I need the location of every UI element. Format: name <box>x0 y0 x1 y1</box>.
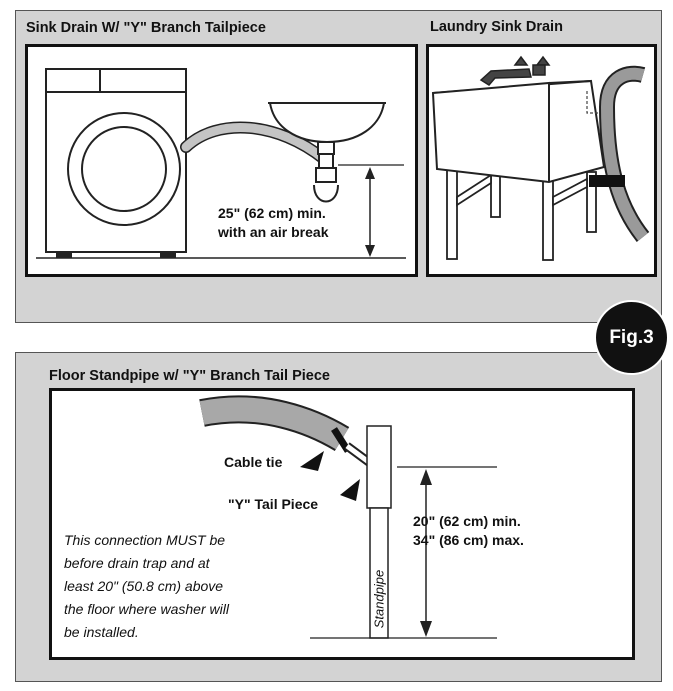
min-height-label: 20" (62 cm) min. <box>413 513 521 529</box>
connection-note: This connection MUST be before drain tra… <box>64 529 229 644</box>
y-tail-piece-label: "Y" Tail Piece <box>228 496 319 512</box>
standpipe-illustration <box>199 395 497 639</box>
laundry-tub-icon <box>431 79 606 184</box>
cable-tie-icon <box>331 427 351 453</box>
sink-legs <box>446 168 597 261</box>
note-line-3: least 20" (50.8 cm) above <box>64 578 224 594</box>
laundry-sink-illustration <box>431 55 650 261</box>
cable-tie-label: Cable tie <box>224 454 283 470</box>
sink-drain-frame: 25" (62 cm) min. with an air break <box>25 44 418 277</box>
sink-basin-icon <box>268 102 386 144</box>
note-line-2: before drain trap and at <box>64 555 210 571</box>
washer-foot-right <box>160 252 176 258</box>
standpipe-label: Standpipe <box>371 569 387 629</box>
sink-height-label: 25" (62 cm) min. with an air break <box>218 204 328 242</box>
sink-drain-illustration <box>36 68 406 259</box>
figure-badge: Fig.3 <box>596 302 667 373</box>
laundry-sink-title: Laundry Sink Drain <box>430 19 563 35</box>
sink-drain-title: Sink Drain W/ "Y" Branch Tailpiece <box>26 20 266 36</box>
y-tailpiece-icon <box>313 141 339 203</box>
height-range-label: 20" (62 cm) min. 34" (86 cm) max. <box>413 512 524 550</box>
washer-foot-left <box>56 252 72 258</box>
note-line-5: be installed. <box>64 624 139 640</box>
note-line-1: This connection MUST be <box>64 532 226 548</box>
floor-standpipe-frame: Cable tie "Y" Tail Piece 20" (62 cm) min… <box>49 388 635 660</box>
floor-standpipe-title: Floor Standpipe w/ "Y" Branch Tail Piece <box>49 368 330 384</box>
note-line-4: the floor where washer will <box>64 601 229 617</box>
sink-height-line2: with an air break <box>218 224 329 240</box>
cable-tie-pointer <box>300 451 324 471</box>
sink-height-line1: 25" (62 cm) min. <box>218 205 326 221</box>
faucet-icon <box>479 55 551 86</box>
y-tail-pointer <box>340 479 360 501</box>
hose-strap <box>589 175 625 187</box>
hose-hook-dashed <box>586 91 601 114</box>
laundry-sink-frame <box>426 44 657 277</box>
washer-icon <box>45 68 187 253</box>
standpipe-top <box>366 425 392 509</box>
max-height-label: 34" (86 cm) max. <box>413 532 524 548</box>
